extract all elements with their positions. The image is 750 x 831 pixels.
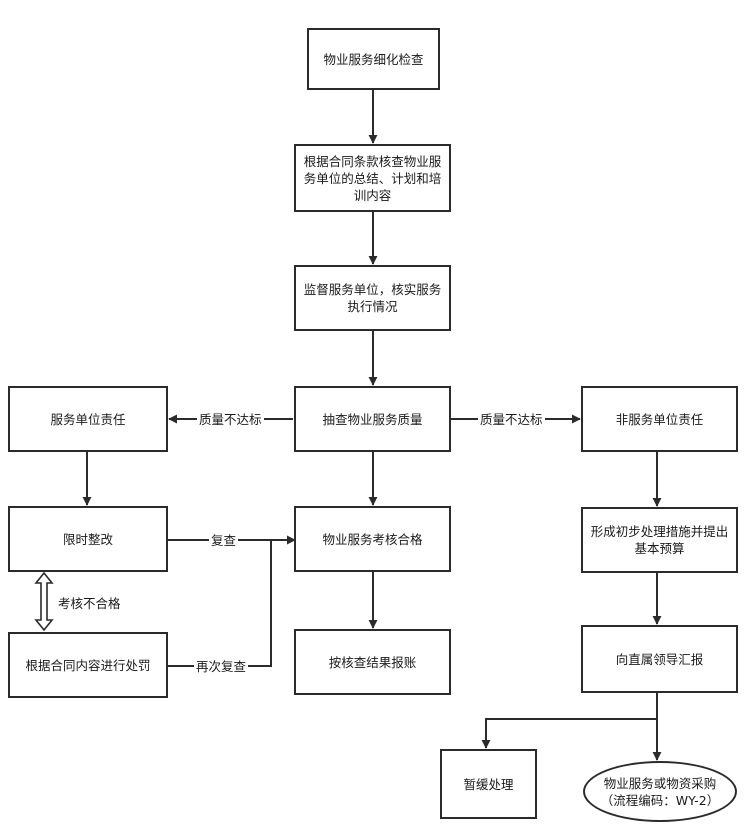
double-arrow-icon [34,571,54,632]
edge-n10-recheck [167,540,272,667]
edge-label-quality-fail-left: 质量不达标 [197,412,264,427]
node-suspend-processing: 暂缓处理 [440,749,537,819]
node-procurement-process: 物业服务或物资采购 （流程编码：WY-2） [583,761,737,822]
node-settle-accounts: 按核查结果报账 [294,629,451,695]
node-non-service-unit-responsibility: 非服务单位责任 [581,386,738,452]
node-sample-quality: 抽查物业服务质量 [294,386,451,452]
node-detailed-inspection: 物业服务细化检查 [307,28,440,90]
node-initial-measures: 形成初步处理措施并提出基本预算 [581,507,738,573]
node-assessment-passed: 物业服务考核合格 [294,506,451,572]
edge-label-recheck-again: 再次复查 [194,659,249,674]
node-supervise-service: 监督服务单位，核实服务执行情况 [294,265,451,331]
edge-label-recheck: 复查 [209,533,239,548]
node-rectify-in-time: 限时整改 [8,506,168,572]
node-verify-contract: 根据合同条款核查物业服务单位的总结、计划和培训内容 [294,144,451,212]
node-service-unit-responsibility: 服务单位责任 [8,386,168,452]
edge-label-quality-fail-right: 质量不达标 [478,412,545,427]
node-contract-penalty: 根据合同内容进行处罚 [8,632,168,698]
edge-label-assessment-fail: 考核不合格 [56,596,123,611]
node-report-to-leader: 向直属领导汇报 [581,625,738,693]
edge-n12-n13 [481,692,658,749]
